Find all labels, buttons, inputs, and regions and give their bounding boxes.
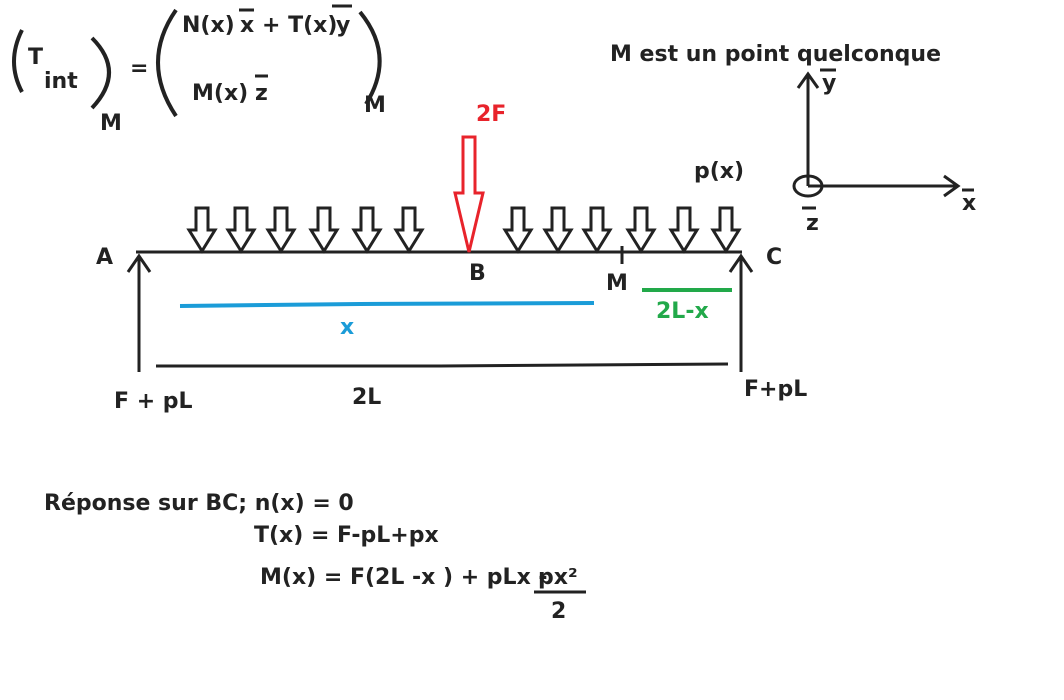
load-px-label: p(x) <box>694 159 744 184</box>
load-arrow <box>393 206 425 254</box>
dimension-2Lx-label: 2L-x <box>656 299 709 324</box>
load-arrow <box>308 206 340 254</box>
z-axis-label: z <box>806 211 819 236</box>
answer-line-1: Réponse sur BC; n(x) = 0 <box>44 491 354 516</box>
label-B: B <box>469 261 486 286</box>
answer-line-3: M(x) = F(2L -x ) + pLx - <box>260 565 548 590</box>
x-axis-label: x <box>962 191 976 216</box>
dimension-2L-label: 2L <box>352 385 381 410</box>
load-arrow <box>542 206 574 254</box>
label-A: A <box>96 245 113 270</box>
reaction-C-label: F+pL <box>744 377 807 402</box>
y-axis-label: y <box>822 71 836 96</box>
left-paren-small <box>12 29 24 93</box>
label-M: M <box>606 271 628 296</box>
formula-y-vec: y <box>336 13 350 38</box>
load-arrow <box>265 206 297 254</box>
dimension-x-label: x <box>340 315 354 340</box>
dimension-2L-line <box>156 362 729 368</box>
answer-fraction-denominator: 2 <box>551 599 566 624</box>
distributed-load-arrows <box>186 206 742 254</box>
answer-fraction-numerator: px² <box>538 565 578 590</box>
load-arrow <box>668 206 700 254</box>
coordinate-axes: y x z <box>792 68 976 236</box>
load-arrow <box>502 206 534 254</box>
torseur-formula: T int M = N(x) x + T(x) y M(x) z M <box>12 4 386 136</box>
load-arrow <box>710 206 742 254</box>
reaction-A-label: F + pL <box>114 389 193 414</box>
load-arrow <box>186 206 218 254</box>
formula-N: N(x) <box>182 13 235 38</box>
reaction-A-arrowhead <box>126 253 152 273</box>
formula-M-sub-left: M <box>100 111 122 136</box>
load-arrow <box>625 206 657 254</box>
right-paren-large <box>358 10 382 106</box>
formula-T: T <box>28 45 43 70</box>
formula-z-vec: z <box>255 81 268 106</box>
force-2F-arrow <box>453 135 485 253</box>
formula-x-vec: x <box>240 13 254 38</box>
right-paren-small <box>90 36 111 110</box>
load-arrow <box>351 206 383 254</box>
left-paren-large <box>156 8 178 118</box>
answer-line-2: T(x) = F-pL+px <box>254 523 439 548</box>
formula-Mx: M(x) <box>192 81 248 106</box>
formula-plus-T: + T(x) <box>262 13 337 38</box>
answer-block: Réponse sur BC; n(x) = 0 T(x) = F-pL+px … <box>44 491 586 624</box>
beam: 2F p(x) A F + pL C F+pL B M x 2L-x 2L <box>96 102 807 414</box>
load-arrow <box>581 206 613 254</box>
formula-equals: = <box>130 56 148 81</box>
dimension-x-line <box>179 301 595 308</box>
formula-M-sub-right: M <box>364 93 386 118</box>
formula-int: int <box>44 69 78 94</box>
reaction-C-arrowhead <box>728 253 754 273</box>
label-C: C <box>766 245 782 270</box>
force-2F-label: 2F <box>476 102 506 127</box>
load-arrow <box>225 206 257 254</box>
y-axis-arrowhead <box>796 71 820 89</box>
x-axis-arrowhead <box>943 174 961 198</box>
z-axis-symbol <box>792 174 824 198</box>
note-text: M est un point quelconque <box>610 42 941 67</box>
